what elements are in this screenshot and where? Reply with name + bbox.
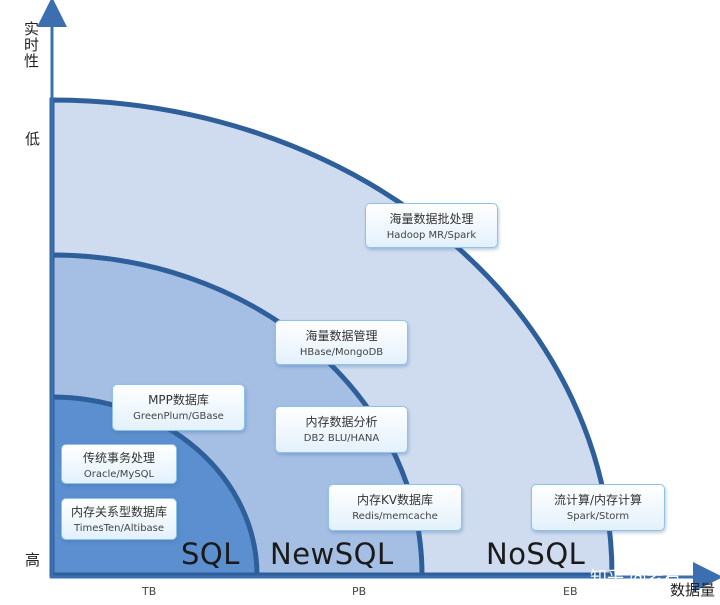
card-in-memory-kv: 内存KV数据库 Redis/memcache — [328, 484, 462, 531]
card-title: 海量数据批处理 — [389, 212, 474, 226]
watermark: 知乎 @老石 — [590, 568, 681, 588]
card-batch-processing: 海量数据批处理 Hadoop MR/Spark — [365, 203, 498, 248]
x-axis-label: 数据量 — [670, 581, 716, 599]
x-tick-eb: EB — [563, 585, 578, 598]
card-title: 内存数据分析 — [305, 415, 378, 429]
zone-label-sql: SQL — [181, 537, 240, 571]
card-subtitle: Hadoop MR/Spark — [386, 230, 477, 241]
card-subtitle: GreenPlum/GBase — [133, 411, 224, 422]
card-subtitle: Oracle/MySQL — [83, 469, 155, 480]
x-tick-pb: PB — [352, 585, 367, 598]
zone-label-newsql: NewSQL — [270, 537, 394, 571]
card-in-memory-analytics: 内存数据分析 DB2 BLU/HANA — [275, 406, 408, 453]
card-in-memory-relational: 内存关系型数据库 TimesTen/Altibase — [61, 498, 177, 540]
card-subtitle: DB2 BLU/HANA — [303, 433, 380, 444]
card-mpp-database: MPP数据库 GreenPlum/GBase — [112, 384, 245, 431]
y-tick-low: 低 — [25, 130, 41, 148]
y-tick-high: 高 — [25, 551, 41, 569]
card-title: 传统事务处理 — [82, 451, 155, 465]
y-axis-label: 实时性 — [24, 20, 40, 70]
card-subtitle: Redis/memcache — [352, 511, 438, 522]
card-title: 流计算/内存计算 — [553, 493, 643, 507]
card-title: 海量数据管理 — [305, 329, 378, 343]
card-stream-computing: 流计算/内存计算 Spark/Storm — [531, 484, 665, 531]
x-tick-tb: TB — [142, 585, 157, 598]
card-subtitle: Spark/Storm — [566, 511, 630, 522]
card-transaction-processing: 传统事务处理 Oracle/MySQL — [61, 444, 177, 484]
card-title: MPP数据库 — [148, 393, 209, 407]
card-title: 内存KV数据库 — [356, 493, 434, 507]
card-subtitle: HBase/MongoDB — [299, 347, 384, 358]
zone-label-nosql: NoSQL — [486, 537, 586, 571]
card-subtitle: TimesTen/Altibase — [73, 523, 165, 534]
card-data-management: 海量数据管理 HBase/MongoDB — [275, 320, 408, 365]
card-title: 内存关系型数据库 — [70, 505, 167, 519]
